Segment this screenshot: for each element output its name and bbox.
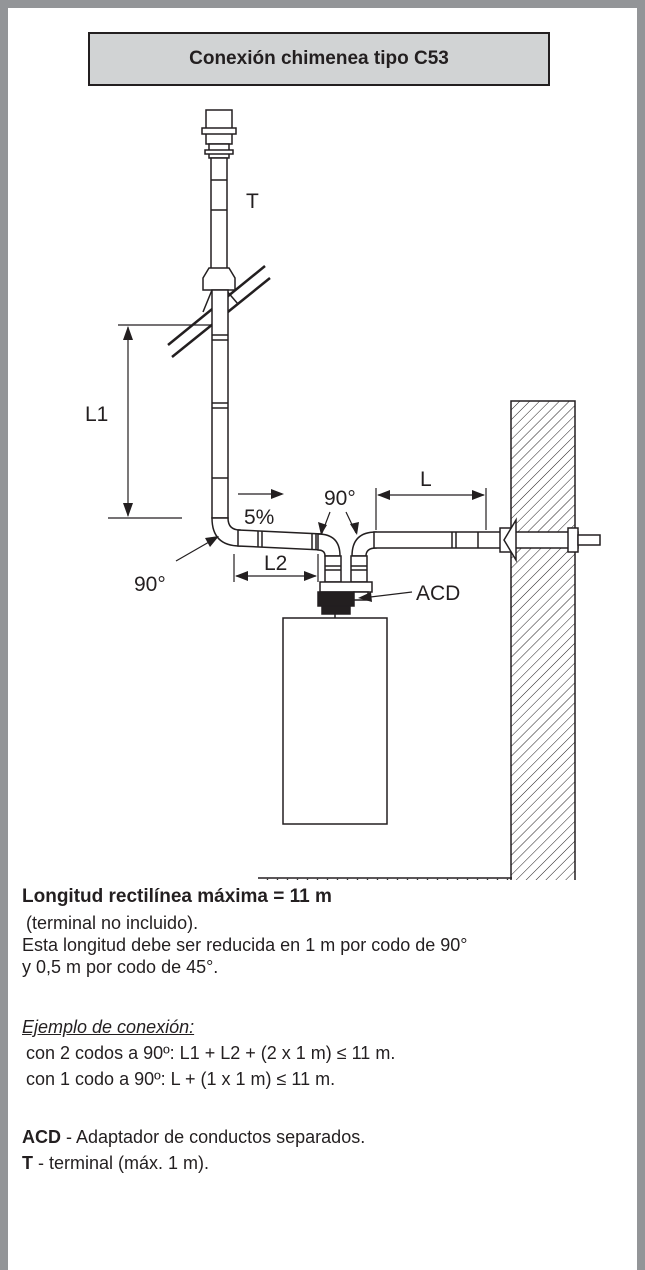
slope-arrow [238, 489, 284, 499]
horizontal-pipe-right [351, 517, 601, 563]
reduction-line-2: y 0,5 m por codo de 45°. [22, 957, 219, 977]
example-2: con 1 codo a 90º: L + (1 x 1 m) ≤ 11 m. [26, 1069, 336, 1089]
notes: Longitud rectilínea máxima = 11 m (termi… [22, 886, 632, 1174]
angle-arrows [175, 511, 359, 562]
label-L1: L1 [85, 403, 108, 426]
label-L: L [420, 468, 432, 491]
dimension-L2 [233, 554, 319, 582]
wall [510, 400, 576, 880]
label-angle-top: 90° [324, 487, 356, 510]
chimney-diagram: T L1 90° 5% 90° L L2 ACD [85, 109, 601, 880]
acd-leader [358, 591, 413, 602]
example-1: con 2 codos a 90º: L1 + L2 + (2 x 1 m) ≤… [26, 1043, 396, 1063]
acd-adaptor [317, 555, 373, 620]
boiler [282, 617, 388, 825]
label-slope: 5% [244, 506, 274, 529]
horizontal-pipe-left [237, 529, 341, 557]
label-ACD: ACD [416, 582, 460, 605]
acd-key: ACD [22, 1127, 61, 1147]
terminal-note: (terminal no incluido). [26, 913, 199, 933]
example-title: Ejemplo de conexión: [22, 1017, 195, 1037]
page-title: Conexión chimenea tipo C53 [88, 32, 550, 86]
t-desc: - terminal (máx. 1 m). [33, 1153, 210, 1173]
acd-definition: ACD - Adaptador de conductos separados. [22, 1126, 632, 1148]
label-T: T [246, 190, 259, 213]
max-length-heading: Longitud rectilínea máxima = 11 m [22, 886, 332, 907]
vertical-pipe [211, 289, 241, 547]
t-definition: T - terminal (máx. 1 m). [22, 1152, 632, 1174]
dimension-L1 [108, 324, 212, 519]
label-angle-bottom: 90° [134, 573, 166, 596]
label-L2: L2 [264, 552, 287, 575]
dimension-L [375, 488, 487, 530]
t-key: T [22, 1153, 33, 1173]
reduction-line-1: Esta longitud debe ser reducida en 1 m p… [22, 935, 468, 955]
chimney-terminal [201, 109, 239, 313]
acd-desc: - Adaptador de conductos separados. [61, 1127, 366, 1147]
floor [258, 877, 512, 880]
